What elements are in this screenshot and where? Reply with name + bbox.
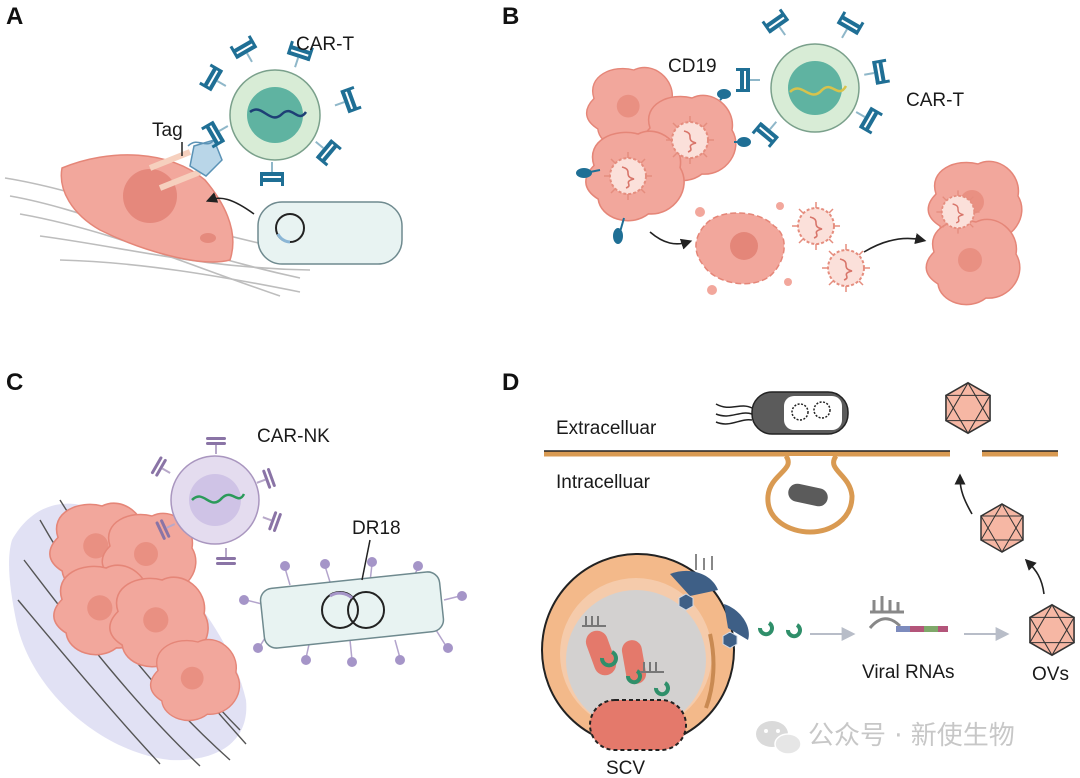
panel-d: D Extracelluar Intracelluar [502, 369, 1075, 778]
icosahedron-icon [945, 382, 991, 434]
panel-label-c: C [6, 369, 23, 396]
car-nk-cell [149, 436, 284, 566]
label-scv: SCV [606, 758, 645, 778]
dna-icon [191, 493, 246, 504]
viral-rna-icon [868, 596, 948, 632]
panel-b: B CD19 [502, 3, 1023, 306]
label-car-nk: CAR-NK [257, 426, 330, 447]
cd19-antigens [576, 89, 751, 244]
dna-icon [249, 108, 308, 119]
tumor-cluster-b [585, 66, 737, 222]
panel-label-a: A [6, 3, 23, 30]
watermark-text: 公众号 · 新使生物 [808, 721, 1015, 751]
car-t-cell-b [735, 7, 891, 149]
lysed-tumor-cell [695, 202, 792, 295]
label-ovs: OVs [1032, 664, 1069, 685]
label-car-t-a: CAR-T [296, 34, 354, 55]
infected-tumor-cells-b [925, 160, 1023, 306]
panel-label-d: D [502, 369, 519, 396]
label-extracellular: Extracelluar [556, 418, 657, 439]
label-cd19: CD19 [668, 56, 717, 77]
bacterium-icon [715, 391, 849, 435]
label-car-t-b: CAR-T [906, 90, 964, 111]
tag-linker [148, 139, 223, 191]
panel-a: A Tag [4, 3, 403, 297]
bacterium-icon [257, 201, 403, 265]
panel-c: C CAR-NK [6, 369, 467, 767]
label-intracellular: Intracelluar [556, 472, 651, 493]
tumor-cell-icon [60, 154, 234, 263]
wechat-icon [756, 721, 802, 755]
panel-label-b: B [502, 3, 519, 30]
icosahedron-icon [980, 503, 1024, 553]
label-viral-rnas: Viral RNAs [862, 662, 955, 683]
cell-membrane [544, 450, 1058, 535]
label-tag: Tag [152, 120, 183, 141]
car-t-cell-a [198, 34, 363, 187]
label-dr18: DR18 [352, 518, 401, 539]
watermark: 公众号 · 新使生物 [756, 721, 1015, 755]
scv-vacuole [589, 699, 687, 751]
scv-cell [541, 553, 749, 751]
bacterium-icon [239, 557, 467, 667]
dna-icon [789, 85, 848, 96]
icosahedron-icon [1029, 604, 1075, 656]
